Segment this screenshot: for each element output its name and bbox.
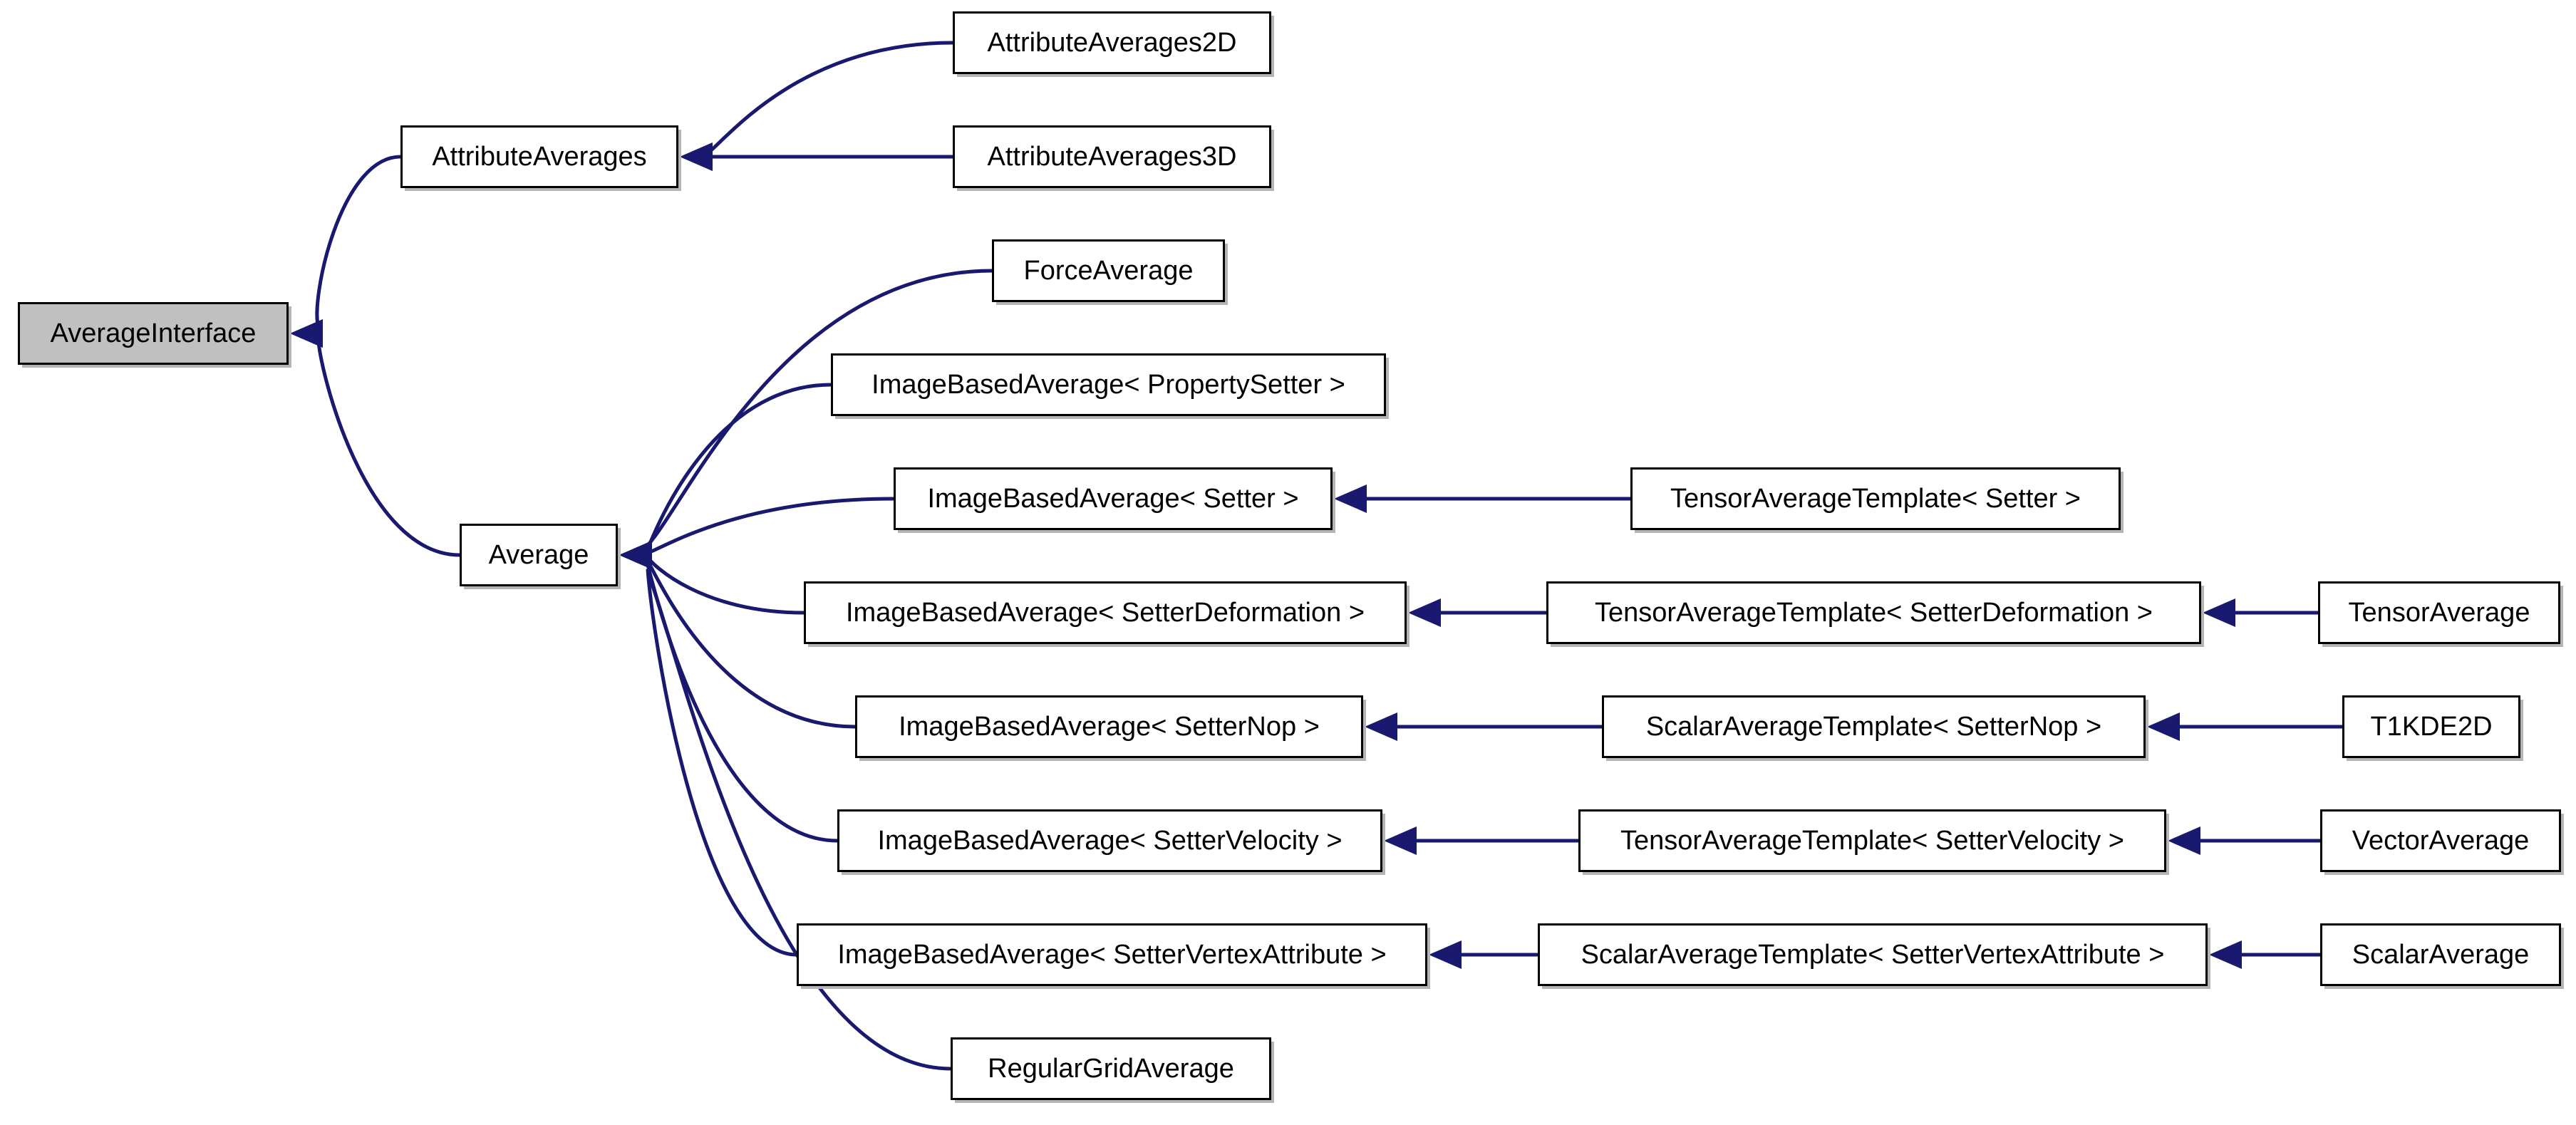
class-node-iba-setter[interactable]: ImageBasedAverage< Setter > (894, 467, 1333, 530)
inheritance-arrowhead-iba-setter-from-tat-setter (1334, 484, 1367, 513)
class-node-scalaraverage[interactable]: ScalarAverage (2320, 923, 2561, 986)
class-node-iba-settervertexattr[interactable]: ImageBasedAverage< SetterVertexAttribute… (797, 923, 1427, 986)
class-node-label: Average (488, 540, 589, 570)
class-node-iba-setternop[interactable]: ImageBasedAverage< SetterNop > (855, 695, 1363, 758)
class-node-vectoraverage[interactable]: VectorAverage (2320, 809, 2561, 872)
inheritance-arrowhead-averageinterface-from-average (290, 319, 323, 348)
class-node-tensoraverage[interactable]: TensorAverage (2318, 581, 2560, 644)
class-node-tat-setterdeformation[interactable]: TensorAverageTemplate< SetterDeformation… (1546, 581, 2201, 644)
inheritance-arrowhead-iba-settervertexattr-from-sat-settervertexattr (1429, 940, 1462, 969)
inheritance-arrowhead-average-from-iba-setterdeformation (619, 541, 652, 569)
inheritance-arrowhead-average-from-regulargridaverage (619, 541, 652, 569)
class-node-label: AverageInterface (50, 318, 257, 348)
class-node-label: AttributeAverages3D (987, 142, 1237, 172)
inheritance-arrowhead-sat-settervertexattr-from-scalaraverage (2209, 940, 2242, 969)
class-node-label: ImageBasedAverage< PropertySetter > (871, 370, 1345, 400)
inheritance-edge-attributeaverages2d-to-attributeaverages (707, 41, 953, 155)
class-node-label: VectorAverage (2352, 826, 2530, 856)
class-node-label: ScalarAverageTemplate< SetterVertexAttri… (1581, 940, 2165, 970)
class-node-label: ScalarAverageTemplate< SetterNop > (1645, 712, 2102, 742)
inheritance-arrowhead-sat-setternop-from-t1kde2d (2147, 712, 2180, 741)
inheritance-edge-iba-setter-to-average (647, 497, 894, 555)
class-node-label: T1KDE2D (2370, 712, 2493, 742)
class-node-t1kde2d[interactable]: T1KDE2D (2342, 695, 2520, 758)
class-node-tat-setter[interactable]: TensorAverageTemplate< Setter > (1630, 467, 2121, 530)
class-node-label: ImageBasedAverage< SetterDeformation > (845, 598, 1365, 628)
inheritance-arrowhead-averageinterface-from-attributeaverages (290, 319, 323, 348)
inheritance-arrowhead-iba-settervelocity-from-tat-settervelocity (1384, 826, 1417, 855)
inheritance-arrowhead-average-from-iba-settervertexattr (619, 541, 652, 569)
class-node-sat-settervertexattr[interactable]: ScalarAverageTemplate< SetterVertexAttri… (1538, 923, 2208, 986)
class-node-label: TensorAverage (2348, 598, 2530, 628)
inheritance-edge-average-to-averageinterface (316, 341, 460, 557)
class-node-regulargridaverage[interactable]: RegularGridAverage (951, 1037, 1271, 1100)
class-node-sat-setternop[interactable]: ScalarAverageTemplate< SetterNop > (1602, 695, 2146, 758)
inheritance-arrowhead-average-from-iba-setternop (619, 541, 652, 569)
class-node-iba-propertysetter[interactable]: ImageBasedAverage< PropertySetter > (831, 353, 1386, 416)
class-node-label: ImageBasedAverage< SetterVelocity > (877, 826, 1343, 856)
inheritance-arrowhead-iba-setterdeformation-from-tat-setterdeformation (1408, 598, 1441, 627)
inheritance-arrowhead-average-from-iba-settervelocity (619, 541, 652, 569)
class-node-attributeaverages[interactable]: AttributeAverages (400, 125, 678, 188)
class-node-average[interactable]: Average (460, 524, 618, 586)
class-node-label: ImageBasedAverage< SetterVertexAttribute… (837, 940, 1387, 970)
inheritance-arrowhead-average-from-forceaverage (619, 541, 652, 569)
inheritance-arrowhead-tat-setterdeformation-from-tensoraverage (2203, 598, 2235, 627)
inheritance-edge-iba-setterdeformation-to-average (646, 556, 805, 615)
class-node-label: ScalarAverage (2352, 940, 2530, 970)
class-node-label: TensorAverageTemplate< SetterVelocity > (1620, 826, 2124, 856)
class-node-label: AttributeAverages (432, 142, 647, 172)
class-node-averageinterface[interactable]: AverageInterface (18, 302, 289, 365)
class-node-attributeaverages2d[interactable]: AttributeAverages2D (953, 11, 1271, 74)
class-node-label: AttributeAverages2D (987, 28, 1237, 58)
class-node-label: TensorAverageTemplate< SetterDeformation… (1595, 598, 2153, 628)
class-node-tat-settervelocity[interactable]: TensorAverageTemplate< SetterVelocity > (1578, 809, 2166, 872)
inheritance-arrowhead-attributeaverages-from-attributeaverages2d (680, 142, 713, 171)
class-node-iba-setterdeformation[interactable]: ImageBasedAverage< SetterDeformation > (804, 581, 1407, 644)
class-node-label: ImageBasedAverage< Setter > (927, 484, 1299, 514)
inheritance-arrowhead-average-from-iba-propertysetter (619, 541, 652, 569)
inheritance-edge-iba-propertysetter-to-average (646, 383, 832, 550)
inheritance-arrowhead-tat-settervelocity-from-vectoraverage (2168, 826, 2200, 855)
class-node-label: ImageBasedAverage< SetterNop > (899, 712, 1320, 742)
class-node-label: TensorAverageTemplate< Setter > (1670, 484, 2081, 514)
inheritance-arrowhead-average-from-iba-setter (619, 541, 652, 569)
class-node-forceaverage[interactable]: ForceAverage (992, 239, 1225, 302)
class-node-label: RegularGridAverage (988, 1054, 1234, 1084)
class-node-iba-settervelocity[interactable]: ImageBasedAverage< SetterVelocity > (837, 809, 1382, 872)
inheritance-edge-iba-settervertexattr-to-average (646, 569, 797, 957)
inheritance-edge-attributeaverages-to-averageinterface (315, 155, 401, 328)
class-node-label: ForceAverage (1023, 256, 1194, 286)
inheritance-arrowhead-attributeaverages-from-attributeaverages3d (680, 142, 713, 171)
inheritance-arrowhead-iba-setternop-from-sat-setternop (1365, 712, 1397, 741)
class-node-attributeaverages3d[interactable]: AttributeAverages3D (953, 125, 1271, 188)
